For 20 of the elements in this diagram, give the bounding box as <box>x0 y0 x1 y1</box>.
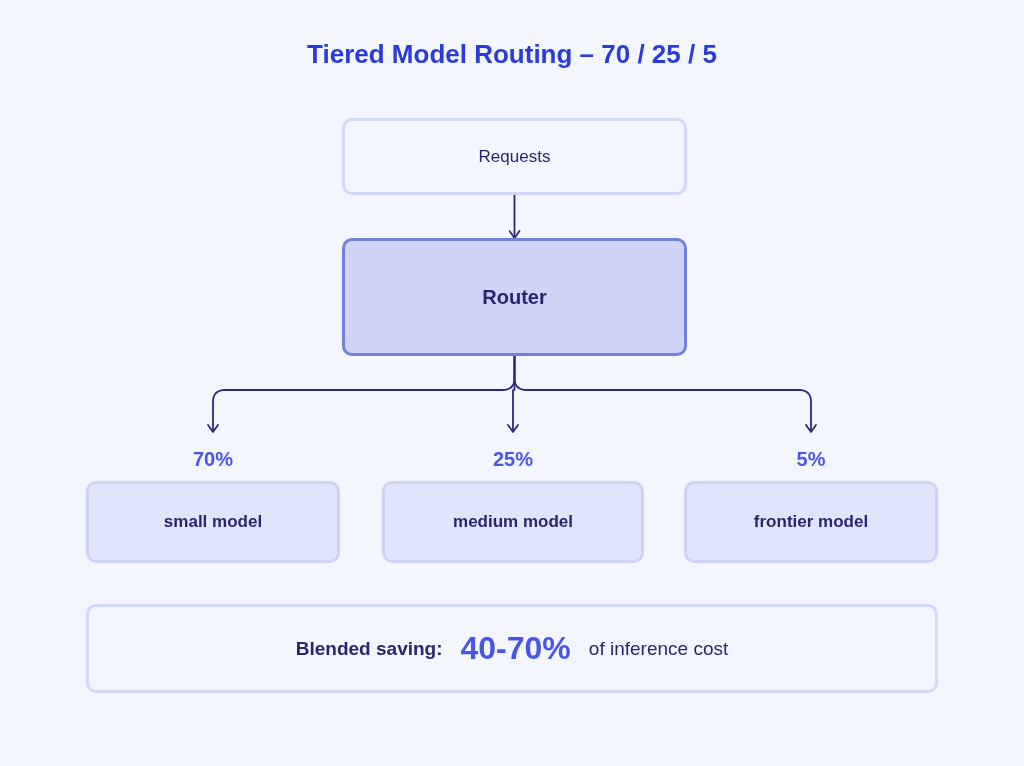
saving-percentage: 40-70% <box>460 630 571 667</box>
input-box <box>342 118 687 195</box>
box-label: medium model <box>453 512 573 532</box>
percentage-label: 25% <box>493 448 533 470</box>
diagram-title: Tiered Model Routing – 70 / 25 / 5 <box>307 39 717 69</box>
box-label: frontier model <box>753 512 869 532</box>
percentage-label: 5% <box>796 448 826 470</box>
percentage-label: 70% <box>193 448 233 470</box>
box-label: Requests <box>478 146 551 167</box>
summary-panel <box>86 604 938 693</box>
box-label: Router <box>482 285 547 309</box>
arrow <box>508 194 521 239</box>
arrow <box>513 355 817 433</box>
model-box <box>86 481 340 563</box>
router-box <box>342 238 687 356</box>
box-label: small model <box>163 512 263 532</box>
summary-text: of inference cost <box>588 637 729 660</box>
model-box <box>684 481 938 563</box>
model-box <box>382 481 644 563</box>
summary-label: Blended saving: <box>295 637 443 660</box>
